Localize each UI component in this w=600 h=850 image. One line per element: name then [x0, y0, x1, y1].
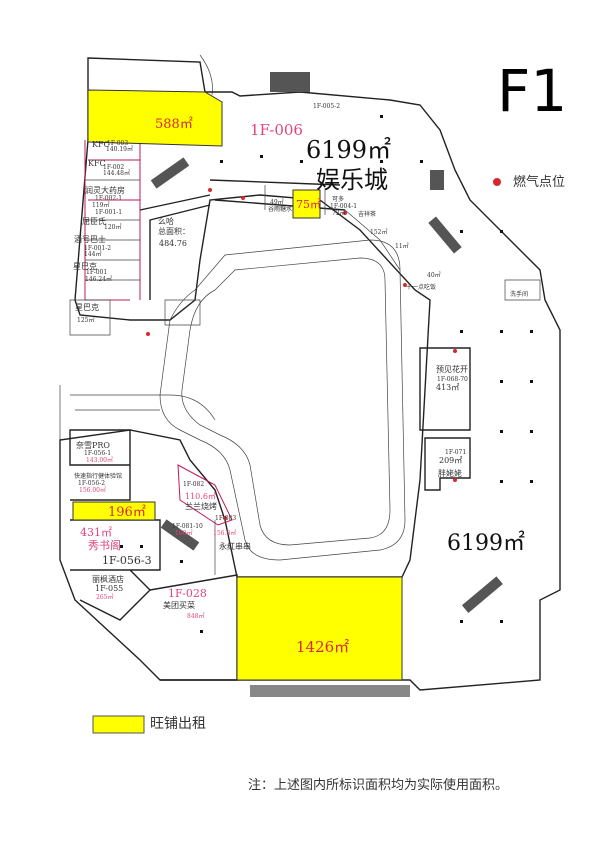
jiyang-area: 152㎡ [370, 229, 388, 236]
escalators [150, 72, 503, 697]
bbq-name: 兰兰烧烤 [185, 502, 217, 511]
wine-area: 144㎡ [84, 251, 102, 258]
kele-code: 1F-004-1 [330, 203, 358, 210]
rental-unit-588[interactable] [87, 89, 223, 147]
fitness-area: 156.00㎡ [79, 487, 106, 494]
floor-title: F1 [497, 57, 568, 125]
book-name: 秀书阁 [88, 539, 121, 552]
fitness-name: 快速指行健体验馆 [74, 473, 123, 480]
wine-code: 1F-001-2 [84, 245, 112, 252]
area-11: 11㎡ [395, 243, 409, 250]
code-005-2: 1F-005-2 [313, 103, 341, 110]
kele-name: 可多 [332, 196, 345, 203]
shop-near75-name: 谷雨糖水 [268, 206, 293, 213]
naixue-code: 1F-056-1 [84, 450, 112, 457]
pang-area: 209㎡ [439, 456, 463, 465]
hotel-code: 1F-055 [95, 584, 124, 593]
kfc1-name: KFC [92, 140, 110, 149]
pharmacy-code: 1F-002-1 [95, 195, 123, 202]
shiyi-name: 十一点吃饭 [406, 284, 437, 291]
naixue-area: 143.00㎡ [86, 457, 113, 464]
label-1426: 1426㎡ [296, 638, 350, 656]
footnote: 注：上述图内所标识面积均为实际使用面积。 [248, 778, 509, 793]
hotel-name: 丽枫酒店 [92, 575, 124, 584]
gas-point-legend-label: 燃气点位 [513, 175, 566, 190]
yujian-code: 1F-068-70 [437, 376, 468, 383]
gas-points [146, 188, 457, 520]
label-75: 75㎡ [296, 198, 321, 211]
book-code: 1F-056-3 [102, 554, 152, 567]
label-196: 196㎡ [108, 505, 146, 520]
entertainment-name: 娱乐城 [316, 166, 388, 194]
rental-unit-75[interactable] [292, 189, 321, 219]
gas-point-legend-icon [493, 178, 501, 186]
area-100: 100㎡ [175, 530, 193, 537]
washroom-label: 洗手间 [510, 291, 529, 298]
moha-area: 484.76 [159, 239, 187, 248]
area-40: 40㎡ [427, 272, 441, 279]
starbucks-code: 1F-001 [86, 269, 108, 276]
pang-code: 1F-071 [445, 449, 467, 456]
starbucks-area: 146.24㎡ [85, 276, 112, 283]
site-boundary-left [59, 385, 216, 440]
entertainment-area-lower: 6199㎡ [447, 531, 525, 556]
bbq-area: 110.6㎡ [185, 492, 216, 501]
starbucks-name: 星巴克 [73, 262, 97, 271]
moha-name: 么哈 [158, 217, 174, 226]
shop-near75-area: 49㎡ [270, 199, 284, 206]
kfc2-area: 144.48㎡ [103, 170, 130, 177]
kfc2-code: 1F-002 [103, 164, 125, 171]
kfc1-code: 1F-003 [107, 140, 129, 147]
hotel-area: 265㎡ [96, 594, 114, 601]
code-001-1: 1F-001-1 [95, 209, 123, 216]
skewer-name: 永红串串 [219, 542, 251, 551]
naixue-name: 奈雪PRO [76, 441, 110, 450]
courtyard-inner [181, 257, 391, 546]
kfc1-area: 140.19㎡ [106, 146, 133, 153]
skewer-code: 1F-083 [215, 515, 237, 522]
kfc2-name: KFC [88, 159, 106, 168]
meituan-code: 1F-028 [168, 587, 207, 600]
entertainment-code: 1F-006 [250, 121, 303, 139]
code-081: 1F-081-10 [172, 523, 203, 530]
starbucks2-area: 125㎡ [77, 317, 95, 324]
rent-legend-label: 旺铺出租 [150, 716, 206, 732]
starbucks2-name: 星巴克 [75, 303, 99, 312]
label-588: 588㎡ [155, 117, 193, 132]
yujian-name: 预见花开 [436, 365, 468, 374]
book-area: 431㎡ [80, 526, 112, 539]
juju-name: 屈臣氏 [82, 217, 106, 226]
fitness-code: 1F-056-2 [78, 480, 106, 487]
pang-name: 胖姥姥 [438, 469, 462, 478]
bbq-code: 1F-082 [183, 481, 205, 488]
jiyang-name: 吉祥茶 [358, 211, 377, 218]
rent-legend-swatch [92, 715, 145, 734]
wine-name: 酒号巴士 [74, 235, 106, 244]
courtyard-outline [159, 239, 406, 561]
rental-unit-1426[interactable] [236, 576, 403, 681]
store-partitions [69, 140, 541, 681]
entertainment-area: 6199㎡ [306, 136, 392, 164]
moha-total-label: 总面积： [158, 227, 190, 236]
building-outline [59, 57, 561, 691]
juju-area: 120㎡ [104, 224, 122, 231]
meituan-name: 美团买菜 [163, 601, 195, 610]
columns [120, 115, 533, 633]
kele-area: 72㎡ [332, 210, 346, 217]
pharmacy-area: 119㎡ [92, 202, 110, 209]
yujian-area: 413㎡ [436, 383, 460, 392]
pharmacy-name: 润灵大药房 [85, 186, 125, 195]
meituan-area: 848㎡ [187, 613, 205, 620]
rental-unit-196[interactable] [72, 501, 156, 521]
skewer-area: 156.8㎡ [213, 530, 237, 537]
